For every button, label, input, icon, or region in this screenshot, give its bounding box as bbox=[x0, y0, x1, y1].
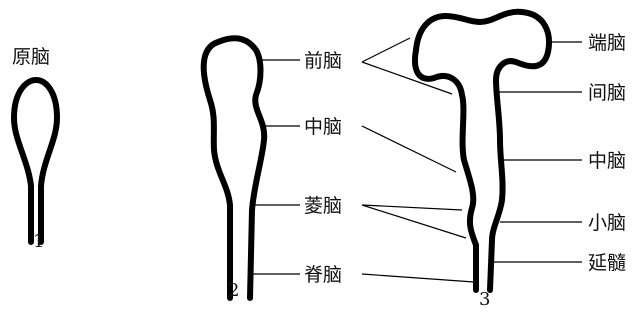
label-midbrain: 中脑 bbox=[304, 116, 342, 138]
leader-forebrain-telencephalon bbox=[362, 38, 410, 62]
label-cerebellum: 小脑 bbox=[588, 212, 626, 234]
label-hindbrain: 菱脑 bbox=[304, 195, 342, 217]
label-diencephalon: 间脑 bbox=[588, 82, 626, 104]
label-telencephalon: 端脑 bbox=[588, 32, 626, 54]
stage-2-number: 2 bbox=[228, 280, 239, 301]
label-forebrain: 前脑 bbox=[304, 50, 342, 72]
label-midbrain-stage3: 中脑 bbox=[588, 150, 626, 172]
stage-1-label: 原脑 bbox=[12, 46, 50, 68]
stage-2-neural-tube bbox=[204, 38, 264, 298]
stage-3-neural-tube bbox=[415, 12, 549, 290]
leader-midbrain-3 bbox=[362, 126, 456, 172]
stage-3-number: 3 bbox=[479, 289, 490, 310]
stage-3: 端脑 间脑 中脑 小脑 延髓 3 bbox=[415, 12, 626, 310]
stage-2: 前脑 中脑 菱脑 脊脑 2 bbox=[204, 38, 342, 301]
label-medulla: 延髓 bbox=[588, 252, 626, 274]
leader-spinal-cord-3 bbox=[362, 274, 474, 282]
label-spinal-cord: 脊脑 bbox=[304, 264, 342, 286]
stage-1-neural-tube bbox=[14, 80, 57, 242]
stage-1-number: 1 bbox=[33, 231, 44, 252]
stage-1: 原脑 1 bbox=[12, 46, 57, 252]
